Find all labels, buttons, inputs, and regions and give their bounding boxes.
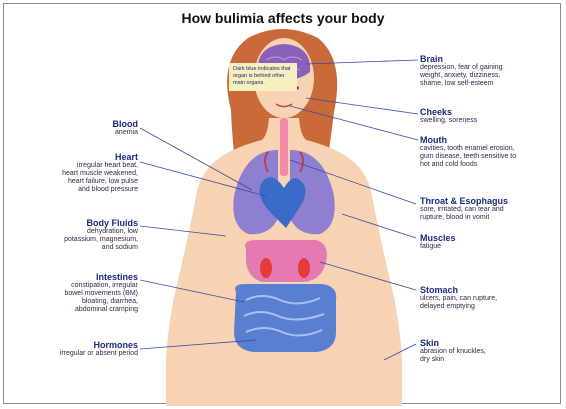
label-mouth-heading: Mouth: [420, 135, 562, 145]
label-hormones: Hormones irregular or absent period: [14, 340, 138, 358]
label-muscles-heading: Muscles: [420, 233, 560, 243]
label-throat-esophagus-heading: Throat & Esophagus: [420, 196, 560, 206]
label-hormones-heading: Hormones: [14, 340, 138, 350]
label-mouth: Mouth cavities, tooth enamel erosion, gu…: [420, 135, 562, 169]
label-skin: Skin abrasion of knuckles, dry skin: [420, 338, 560, 364]
label-body-fluids: Body Fluids dehydration, low potassium, …: [14, 218, 138, 252]
legend-note: Dark blue indicates that organ is behind…: [229, 63, 297, 91]
label-intestines: Intestines constipation, irregular bowel…: [14, 272, 138, 313]
label-heart: Heart irregular heart beat, heart muscle…: [14, 152, 138, 193]
label-intestines-heading: Intestines: [14, 272, 138, 282]
label-cheeks: Cheeks swelling, soreness: [420, 107, 560, 125]
right-kidney: [298, 258, 310, 278]
left-kidney: [260, 258, 272, 278]
label-throat-esophagus: Throat & Esophagus sore, irritated, can …: [420, 196, 560, 222]
label-skin-heading: Skin: [420, 338, 560, 348]
stomach: [245, 240, 327, 282]
label-stomach-heading: Stomach: [420, 285, 560, 295]
label-body-fluids-heading: Body Fluids: [14, 218, 138, 228]
label-blood: Blood anemia: [14, 119, 138, 137]
esophagus: [280, 118, 288, 176]
label-cheeks-heading: Cheeks: [420, 107, 560, 117]
label-stomach: Stomach ulcers, pain, can rupture, delay…: [420, 285, 560, 311]
label-brain-heading: Brain: [420, 54, 560, 64]
label-blood-heading: Blood: [14, 119, 138, 129]
label-muscles: Muscles fatigue: [420, 233, 560, 251]
label-heart-heading: Heart: [14, 152, 138, 162]
label-brain: Brain depression, fear of gaining weight…: [420, 54, 560, 88]
